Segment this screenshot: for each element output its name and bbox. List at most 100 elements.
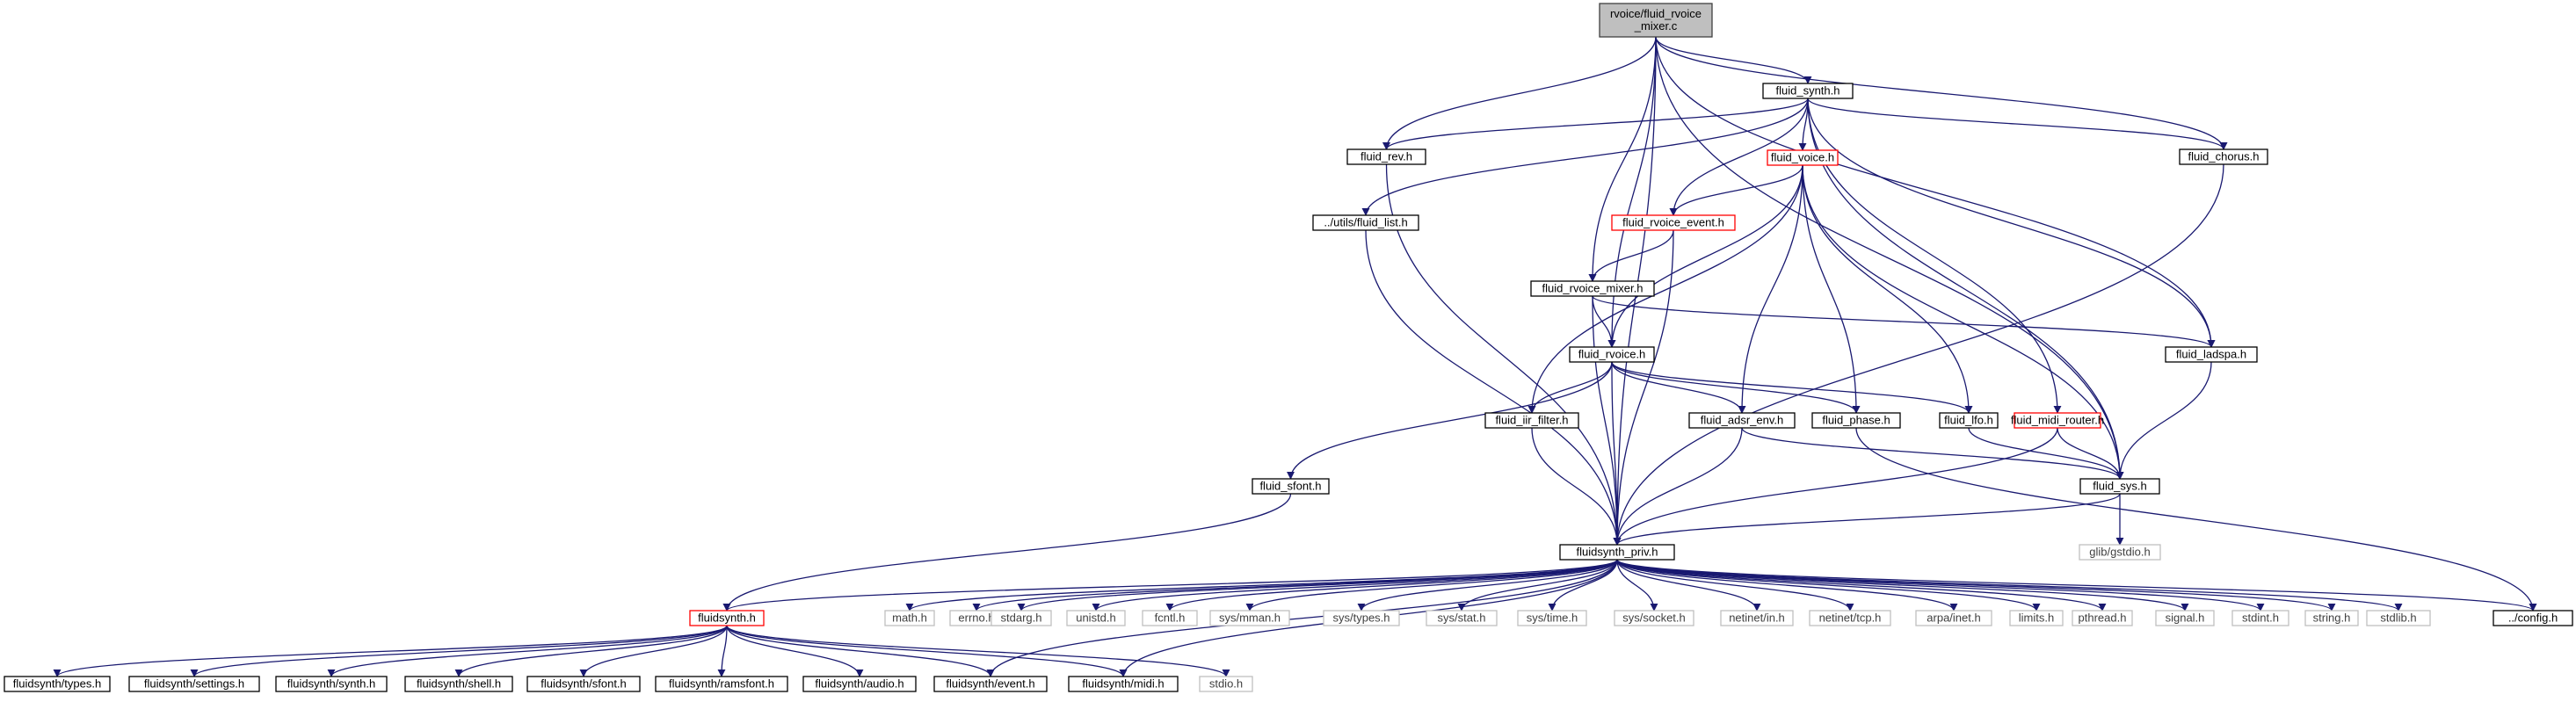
edge-list-to-priv: [1365, 229, 1622, 546]
edge-rvoice-to-sfont: [1286, 361, 1613, 480]
node-lfo[interactable]: fluid_lfo.h: [1939, 412, 1999, 429]
node-fevent[interactable]: fluidsynth/event.h: [933, 676, 1048, 692]
node-phase[interactable]: fluid_phase.h: [1811, 412, 1901, 429]
edge-rvoice-to-priv: [1611, 361, 1622, 546]
node-label-gstdio: glib/gstdio.h: [2089, 546, 2150, 559]
node-layer: rvoice/fluid_rvoice_mixer.c fluid_synth.h…: [4, 3, 2573, 692]
node-root[interactable]: rvoice/fluid_rvoice_mixer.c: [1599, 3, 1713, 38]
edge-priv-to-tcp: [1616, 559, 1854, 612]
edge-priv-to-fevent: [986, 559, 1618, 677]
node-time: sys/time.h: [1517, 610, 1587, 626]
node-label-socket: sys/socket.h: [1622, 612, 1686, 625]
edge-fsh-to-fshell: [454, 625, 728, 677]
node-label-ladspa: fluid_ladspa.h: [2176, 348, 2246, 361]
node-stdio: stdio.h: [1199, 676, 1253, 692]
edge-priv-to-types: [1357, 559, 1618, 612]
node-priv[interactable]: fluidsynth_priv.h: [1559, 544, 1675, 561]
edge-rvoice-to-lfo: [1611, 361, 1973, 414]
node-socket: sys/socket.h: [1614, 610, 1694, 626]
node-chorus[interactable]: fluid_chorus.h: [2179, 148, 2268, 165]
node-fsynth[interactable]: fluidsynth/synth.h: [275, 676, 388, 692]
node-sfont[interactable]: fluid_sfont.h: [1252, 478, 1330, 495]
node-list[interactable]: ../utils/fluid_list.h: [1312, 214, 1419, 231]
node-box-priv: [1559, 544, 1675, 561]
node-sys[interactable]: fluid_sys.h: [2079, 478, 2160, 495]
edge-midirouter-to-priv: [1613, 427, 2058, 546]
node-fmidi[interactable]: fluidsynth/midi.h: [1068, 676, 1179, 692]
node-box-synth: [1762, 83, 1854, 99]
node-box-iir: [1484, 412, 1579, 429]
node-ladspa[interactable]: fluid_ladspa.h: [2165, 346, 2258, 363]
edge-rvoice-to-adsr: [1611, 361, 1746, 414]
edge-synth-to-rvevent: [1669, 98, 1809, 216]
node-stdarg: stdarg.h: [990, 610, 1052, 626]
edge-priv-to-stdlib: [1616, 559, 2403, 612]
node-tcp: netinet/tcp.h: [1809, 610, 1891, 626]
node-label-mman: sys/mman.h: [1219, 612, 1281, 625]
node-label-time: sys/time.h: [1527, 612, 1578, 625]
node-box-rev: [1346, 148, 1426, 165]
node-string: string.h: [2304, 610, 2359, 626]
node-types: sys/types.h: [1323, 610, 1400, 626]
node-midirouter[interactable]: fluid_midi_router.h: [2011, 412, 2104, 429]
node-config[interactable]: ../config.h: [2493, 610, 2573, 626]
node-netin: netinet/in.h: [1720, 610, 1794, 626]
node-unistd: unistd.h: [1066, 610, 1126, 626]
node-stat: sys/stat.h: [1426, 610, 1498, 626]
node-limits: limits.h: [2009, 610, 2064, 626]
node-rvoice[interactable]: fluid_rvoice.h: [1569, 346, 1655, 363]
node-label-fevent: fluidsynth/event.h: [946, 677, 1034, 691]
node-rvevent[interactable]: fluid_rvoice_event.h: [1611, 214, 1736, 231]
node-box-limits: [2009, 610, 2064, 626]
edge-synth-to-rev: [1382, 98, 1809, 150]
node-rvmixer[interactable]: fluid_rvoice_mixer.h: [1530, 280, 1655, 297]
edge-synth-to-midirouter: [1807, 98, 2062, 414]
node-label-root: _mixer.c: [1634, 19, 1678, 33]
node-label-adsr: fluid_adsr_env.h: [1701, 414, 1783, 427]
node-label-chorus: fluid_chorus.h: [2188, 150, 2260, 163]
edge-priv-to-config: [1616, 559, 2537, 612]
edge-midirouter-to-sys: [2057, 427, 2124, 480]
node-label-list: ../utils/fluid_list.h: [1324, 216, 1407, 229]
node-framsfont[interactable]: fluidsynth/ramsfont.h: [655, 676, 788, 692]
node-label-fcntl: fcntl.h: [1155, 612, 1186, 625]
node-faudio[interactable]: fluidsynth/audio.h: [802, 676, 917, 692]
node-adsr[interactable]: fluid_adsr_env.h: [1688, 412, 1796, 429]
edge-priv-to-netin: [1616, 559, 1761, 612]
node-label-math: math.h: [892, 612, 927, 625]
node-fsfont[interactable]: fluidsynth/sfont.h: [526, 676, 641, 692]
node-box-ftypes: [4, 676, 111, 692]
node-fsh[interactable]: fluidsynth.h: [689, 610, 765, 626]
node-label-stdlib: stdlib.h: [2380, 612, 2416, 625]
node-box-fevent: [933, 676, 1048, 692]
node-label-rvoice: fluid_rvoice.h: [1578, 348, 1646, 361]
node-ftypes[interactable]: fluidsynth/types.h: [4, 676, 111, 692]
node-label-signal: signal.h: [2166, 612, 2205, 625]
node-voice[interactable]: fluid_voice.h: [1767, 149, 1839, 166]
node-fsettings[interactable]: fluidsynth/settings.h: [128, 676, 260, 692]
edge-rvevent-to-priv: [1613, 229, 1674, 546]
edge-lfo-to-sys: [1968, 427, 2124, 480]
node-box-arpa: [1915, 610, 1992, 626]
edge-root-to-chorus: [1655, 36, 2228, 150]
node-fshell[interactable]: fluidsynth/shell.h: [404, 676, 513, 692]
node-box-rvevent: [1611, 214, 1736, 231]
edge-synth-to-list: [1361, 98, 1809, 216]
node-synth[interactable]: fluid_synth.h: [1762, 83, 1854, 99]
node-iir[interactable]: fluid_iir_filter.h: [1484, 412, 1579, 429]
node-math: math.h: [884, 610, 935, 626]
node-box-sfont: [1252, 478, 1330, 495]
edge-priv-to-stdarg: [1017, 559, 1618, 612]
edge-root-to-synth: [1655, 36, 1812, 84]
node-label-unistd: unistd.h: [1076, 612, 1116, 625]
node-box-signal: [2155, 610, 2215, 626]
node-rev[interactable]: fluid_rev.h: [1346, 148, 1426, 165]
node-box-stat: [1426, 610, 1498, 626]
edge-voice-to-rvevent: [1669, 164, 1803, 216]
edge-ladspa-to-sys: [2115, 361, 2212, 480]
edge-synth-to-chorus: [1807, 98, 2228, 150]
edge-root-to-ladspa: [1655, 36, 2216, 348]
edge-sys-to-priv: [1613, 493, 2121, 546]
node-box-stdint: [2231, 610, 2289, 626]
edge-priv-to-fsh: [722, 559, 1618, 612]
